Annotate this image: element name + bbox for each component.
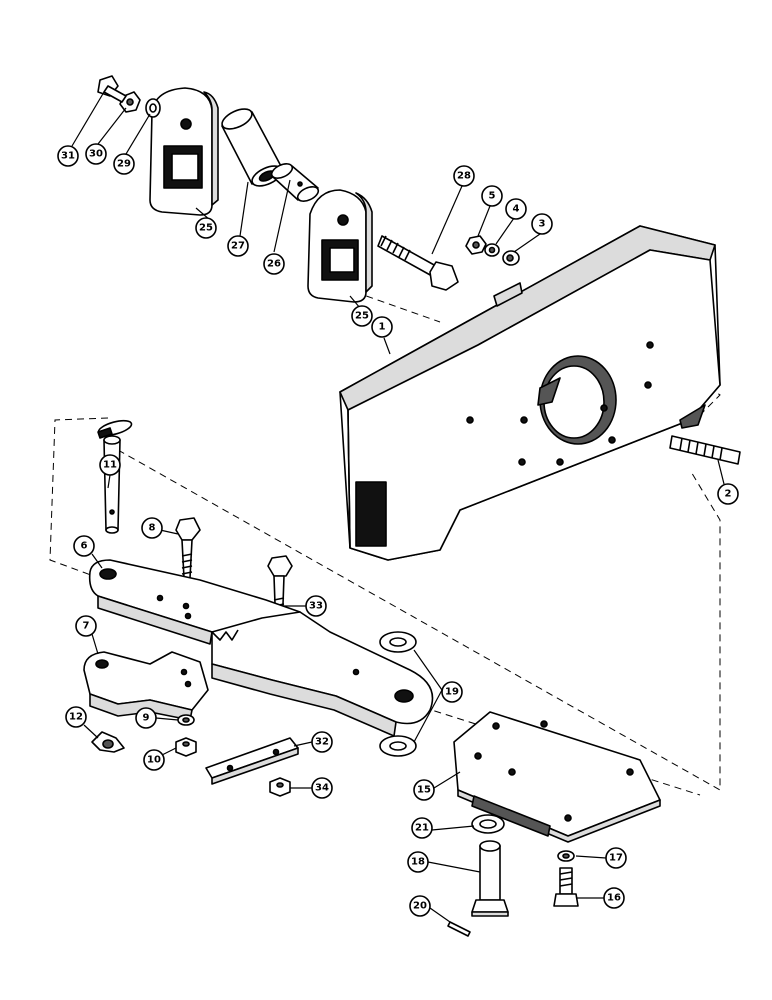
callout-6: 6 bbox=[73, 535, 95, 557]
bracket-lower-part bbox=[307, 189, 373, 303]
callout-12-label: 12 bbox=[69, 712, 83, 723]
callout-1: 1 bbox=[371, 316, 393, 338]
callout-30: 30 bbox=[85, 143, 107, 165]
lockwasher-17-part bbox=[557, 850, 575, 862]
hitch-pin-part bbox=[97, 419, 133, 534]
callout-25-lower: 25 bbox=[351, 305, 373, 327]
callout-16-label: 16 bbox=[607, 893, 621, 904]
callout-15: 15 bbox=[413, 779, 435, 801]
hardware-9-10 bbox=[175, 714, 197, 757]
hardware-3-4-5 bbox=[465, 235, 520, 266]
bracket-upper-part bbox=[149, 87, 219, 216]
callout-26-label: 26 bbox=[267, 259, 281, 270]
callout-31: 31 bbox=[57, 145, 79, 167]
callout-34-label: 34 bbox=[315, 783, 329, 794]
callout-17-label: 17 bbox=[609, 853, 623, 864]
callout-9-label: 9 bbox=[143, 713, 150, 724]
callout-26: 26 bbox=[263, 253, 285, 275]
callout-15-label: 15 bbox=[417, 785, 431, 796]
callout-25-upper-label: 25 bbox=[199, 223, 213, 234]
callout-11-label: 11 bbox=[103, 460, 117, 471]
callout-31-label: 31 bbox=[61, 151, 75, 162]
callout-20: 20 bbox=[409, 895, 431, 917]
bolt-8-part bbox=[175, 517, 201, 579]
callout-19-label: 19 bbox=[445, 687, 459, 698]
callout-4-label: 4 bbox=[513, 204, 520, 215]
callout-25-lower-label: 25 bbox=[355, 311, 369, 322]
callout-1-label: 1 bbox=[379, 322, 386, 333]
callout-2: 2 bbox=[717, 483, 739, 505]
callout-34: 34 bbox=[311, 777, 333, 799]
hardware-29-30-31 bbox=[97, 75, 161, 118]
nut-34-part bbox=[269, 777, 291, 797]
callout-28: 28 bbox=[453, 165, 475, 187]
callout-8-label: 8 bbox=[149, 523, 156, 534]
callout-33-label: 33 bbox=[309, 601, 323, 612]
pivot-pin-part bbox=[471, 840, 509, 917]
callout-30-label: 30 bbox=[89, 149, 103, 160]
callout-21-label: 21 bbox=[415, 823, 429, 834]
callout-29-label: 29 bbox=[117, 159, 131, 170]
plate-32-part bbox=[205, 737, 299, 785]
callout-18: 18 bbox=[407, 851, 429, 873]
spacer-lower-part bbox=[379, 735, 417, 757]
callout-32-label: 32 bbox=[315, 737, 329, 748]
drawbar-frame-part bbox=[339, 225, 721, 561]
callout-16: 16 bbox=[603, 887, 625, 909]
callout-33: 33 bbox=[305, 595, 327, 617]
callout-11: 11 bbox=[99, 454, 121, 476]
stud-part bbox=[669, 435, 741, 465]
callout-9: 9 bbox=[135, 707, 157, 729]
callout-3-label: 3 bbox=[539, 219, 546, 230]
callout-27-label: 27 bbox=[231, 241, 245, 252]
clamp-part bbox=[83, 651, 209, 721]
callout-5: 5 bbox=[481, 185, 503, 207]
callout-27: 27 bbox=[227, 235, 249, 257]
callout-7-label: 7 bbox=[83, 621, 90, 632]
callout-7: 7 bbox=[75, 615, 97, 637]
callout-10-label: 10 bbox=[147, 755, 161, 766]
callout-4: 4 bbox=[505, 198, 527, 220]
callout-28-label: 28 bbox=[457, 171, 471, 182]
callout-29: 29 bbox=[113, 153, 135, 175]
washer-21-part bbox=[471, 814, 505, 834]
callout-10: 10 bbox=[143, 749, 165, 771]
callout-8: 8 bbox=[141, 517, 163, 539]
callout-19: 19 bbox=[441, 681, 463, 703]
cotter-pin-part bbox=[447, 921, 471, 937]
callout-21: 21 bbox=[411, 817, 433, 839]
callout-25-upper: 25 bbox=[195, 217, 217, 239]
leader-lines bbox=[71, 91, 725, 923]
callout-5-label: 5 bbox=[489, 191, 496, 202]
callout-17: 17 bbox=[605, 847, 627, 869]
pin-part bbox=[270, 163, 320, 202]
cap-screw-16-part bbox=[553, 867, 579, 907]
callout-20-label: 20 bbox=[413, 901, 427, 912]
mounting-plate-part bbox=[453, 711, 661, 843]
callout-32: 32 bbox=[311, 731, 333, 753]
callout-18-label: 18 bbox=[411, 857, 425, 868]
long-bolt-part bbox=[377, 235, 459, 291]
spacer-upper-part bbox=[379, 631, 417, 653]
bushing-part bbox=[221, 108, 283, 187]
callout-2-label: 2 bbox=[725, 489, 732, 500]
drawbar-part bbox=[88, 559, 434, 737]
wing-nut-part bbox=[91, 731, 125, 753]
callout-3: 3 bbox=[531, 213, 553, 235]
callout-12: 12 bbox=[65, 706, 87, 728]
callout-6-label: 6 bbox=[81, 541, 88, 552]
